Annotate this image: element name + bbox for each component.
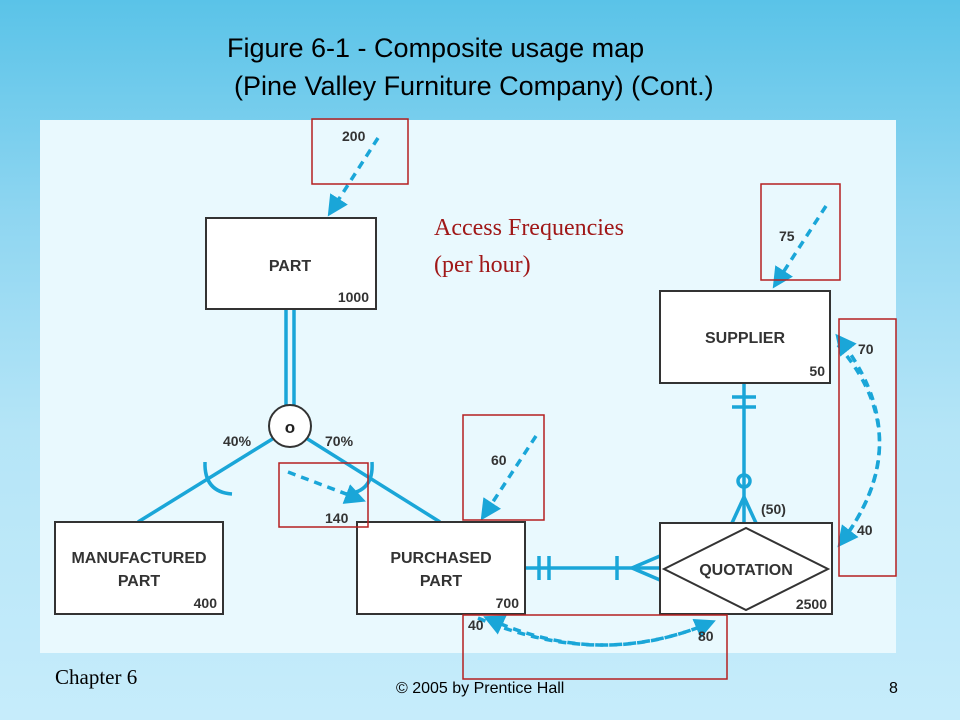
figure-title: Figure 6-1 - Composite usage map (227, 33, 645, 63)
figure-subtitle: (Pine Valley Furniture Company) (Cont.) (234, 71, 714, 101)
entity-purchased-name-1: PURCHASED (390, 550, 491, 567)
entity-purchased-name-2: PART (420, 573, 463, 590)
entity-manufactured-part (54, 521, 224, 615)
entity-manufactured-name-2: PART (118, 573, 161, 590)
subtype-line-manufactured (137, 436, 275, 524)
optional-circle (736, 473, 752, 489)
entity-part-volume: 1000 (338, 289, 369, 305)
subtype-line-purchased (305, 436, 441, 524)
quotation-diamond (661, 526, 831, 612)
disjoint-circle (268, 404, 312, 448)
arrow-into-part (327, 137, 380, 217)
crowfoot-left (730, 496, 746, 524)
entity-part-name: PART (269, 258, 312, 275)
purchased-percent: 70% (325, 433, 354, 449)
entity-supplier (659, 290, 831, 384)
arrow-into-purchased (480, 435, 538, 521)
page-number: 8 (889, 680, 898, 697)
crowfoot-bottom (631, 566, 661, 582)
highlight-part-to-purchased (278, 462, 369, 528)
freq-purchased-to-quotation: 80 (698, 628, 714, 644)
highlight-supplier-quotation (838, 318, 897, 577)
highlight-purchased-in (462, 414, 545, 521)
freq-supplier-to-quotation: 40 (857, 522, 873, 538)
entity-purchased-part (356, 521, 526, 615)
entity-manufactured-name-1: MANUFACTURED (71, 550, 206, 567)
entity-quotation-name: QUOTATION (699, 562, 793, 579)
arrow-into-supplier (772, 205, 828, 289)
entity-supplier-name: SUPPLIER (705, 330, 785, 347)
highlight-part-in (311, 118, 409, 185)
legend-line-2: (per hour) (434, 252, 531, 278)
entity-supplier-volume: 50 (809, 363, 825, 379)
manufactured-percent: 40% (223, 433, 252, 449)
copyright-notice: © 2005 by Prentice Hall (396, 680, 565, 697)
cardinality-label: (50) (761, 501, 786, 517)
freq-supplier-in: 75 (779, 228, 795, 244)
arrow-quotation-to-purchased (483, 615, 713, 647)
freq-part-in: 200 (342, 128, 366, 144)
entity-part (205, 217, 377, 310)
crowfoot-top (631, 554, 661, 570)
freq-purchased-in: 60 (491, 452, 507, 468)
chapter-label: Chapter 6 (55, 665, 138, 689)
highlight-purchased-quotation (462, 614, 728, 680)
crowfoot-right (742, 496, 758, 524)
highlight-supplier-in (760, 183, 841, 281)
freq-quotation-to-purchased: 40 (468, 617, 484, 633)
entity-manufactured-volume: 400 (194, 595, 218, 611)
legend-line-1: Access Frequencies (434, 215, 624, 241)
arrow-quotation-to-supplier (835, 333, 882, 546)
subset-arc-manufactured (203, 461, 233, 496)
disjoint-symbol: o (285, 418, 295, 437)
freq-part-to-purchased: 140 (325, 510, 349, 526)
freq-quotation-to-supplier: 70 (858, 341, 874, 357)
entity-purchased-volume: 700 (496, 595, 520, 611)
entity-quotation-volume: 2500 (796, 596, 827, 612)
